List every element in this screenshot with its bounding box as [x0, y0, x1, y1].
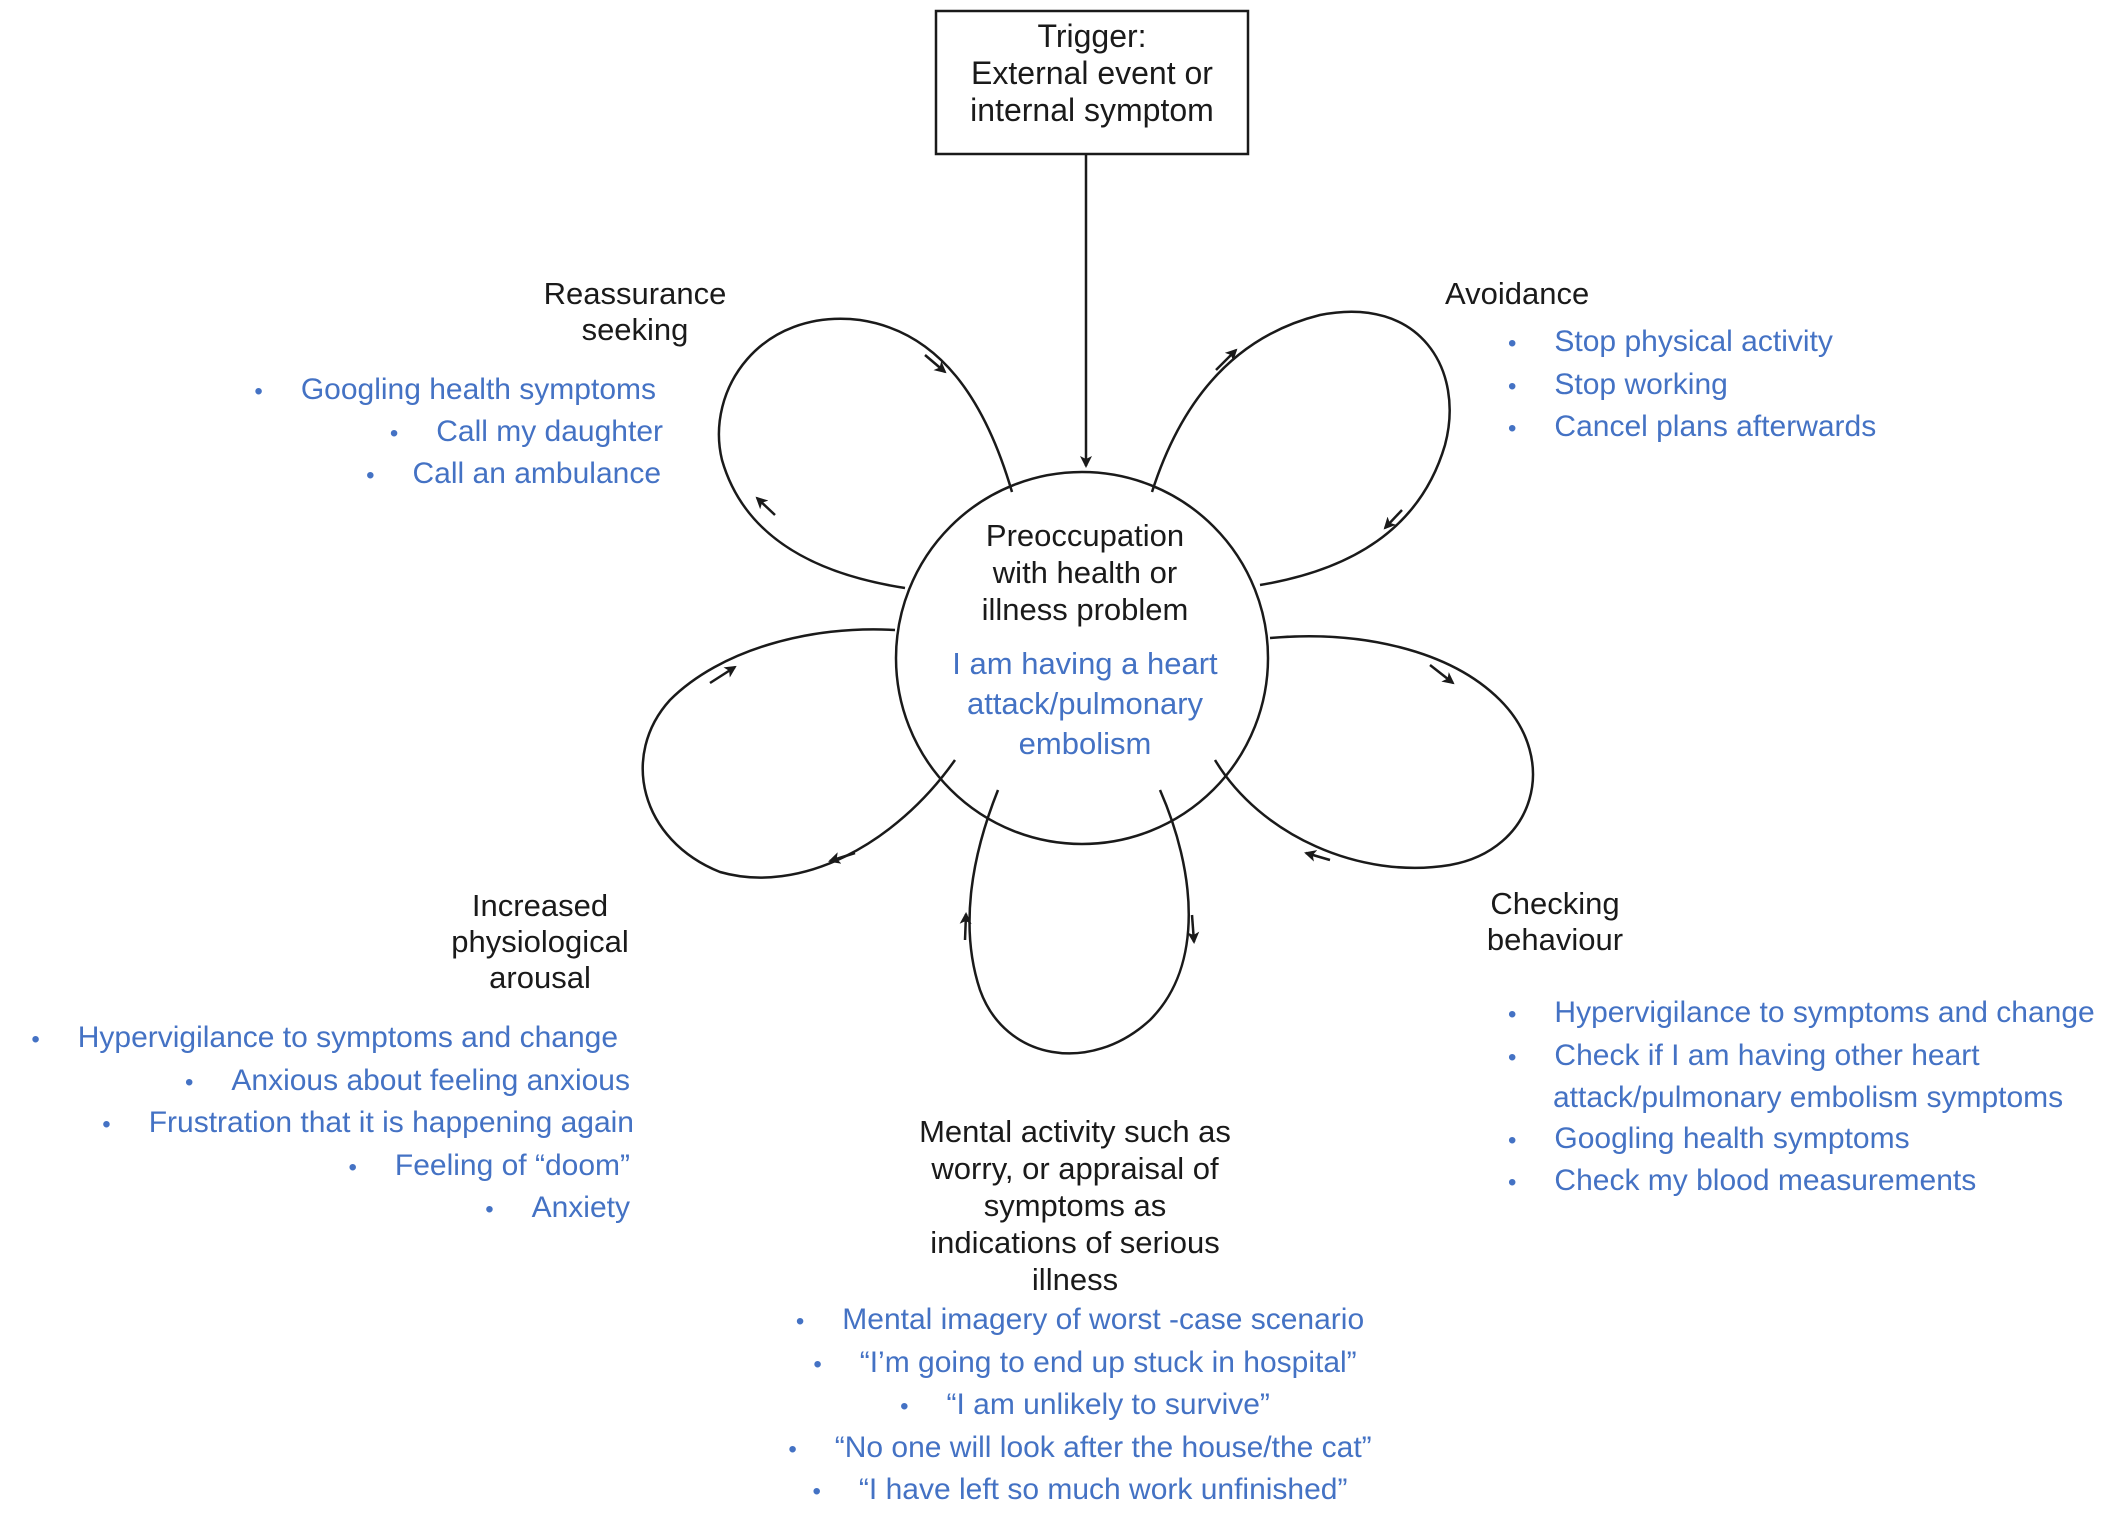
- checking-item: •Check my blood measurements: [1508, 1164, 1977, 1197]
- checking-arrow-a: [1429, 664, 1455, 685]
- checking-list: •Hypervigilance to symptoms and change •…: [1508, 993, 2126, 1204]
- avoidance-title: Avoidance: [1445, 276, 1590, 311]
- center-example-line: attack/pulmonary: [966, 686, 1204, 721]
- arousal-item: •Anxious about feeling anxious: [184, 1063, 630, 1097]
- checking-item: •Googling health symptoms: [1508, 1121, 1910, 1155]
- arousal-item: •Hypervigilance to symptoms and change: [31, 1021, 618, 1054]
- avoidance-list: •Stop physical activity •Stop working •C…: [1508, 322, 1988, 450]
- trigger-line-3: internal symptom: [970, 92, 1214, 128]
- checking-title: Checking behaviour: [1470, 886, 1640, 958]
- center-example-line: I am having a heart: [952, 646, 1218, 681]
- reassurance-arrow-b: [755, 496, 776, 516]
- arousal-title-line: Increased: [471, 888, 609, 923]
- center-example-line: embolism: [1018, 726, 1152, 761]
- mental-arrow-a: [1187, 914, 1200, 944]
- avoidance-arrow-b: [1383, 509, 1403, 530]
- reassurance-title-line: Reassurance: [543, 276, 727, 311]
- mental-title-line: illness: [1031, 1262, 1119, 1297]
- arousal-loop: [641, 628, 957, 879]
- checking-item: •Check if I am having other heart: [1508, 1038, 1980, 1072]
- checking-item: •Hypervigilance to symptoms and change: [1508, 996, 2095, 1029]
- reassurance-arrow-a: [924, 354, 947, 374]
- trigger-line-1: Trigger:: [1037, 18, 1147, 54]
- reassurance-title: Reassurance seeking: [500, 276, 770, 348]
- arousal-item: •Anxiety: [485, 1191, 630, 1224]
- mental-title-line: indications of serious: [930, 1225, 1220, 1260]
- trigger-line-2: External event or: [971, 55, 1213, 91]
- arousal-title-line: arousal: [489, 960, 591, 995]
- reassurance-item: •Call an ambulance: [366, 457, 661, 490]
- mental-list: •Mental imagery of worst -case scenario …: [700, 1300, 1460, 1513]
- arousal-title: Increased physiological arousal: [420, 888, 660, 996]
- avoidance-item: •Stop physical activity: [1508, 325, 1833, 358]
- trigger-box: [934, 9, 1250, 156]
- avoidance-arrow-a: [1215, 348, 1238, 371]
- arousal-arrow-a: [709, 665, 737, 685]
- checking-title-line: Checking: [1490, 886, 1620, 921]
- center-title-line: illness problem: [981, 592, 1189, 627]
- checking-title-line: behaviour: [1486, 922, 1624, 957]
- arousal-title-line: physiological: [451, 924, 629, 959]
- reassurance-item: •Googling health symptoms: [254, 373, 656, 406]
- mental-item: •“No one will look after the house/the c…: [788, 1430, 1372, 1464]
- mental-item: •“I’m going to end up stuck in hospital”: [813, 1345, 1357, 1379]
- avoidance-item: •Stop working: [1508, 367, 1728, 401]
- arousal-list: •Hypervigilance to symptoms and change •…: [0, 1018, 634, 1231]
- center-circle: [894, 470, 1270, 846]
- mental-title: Mental activity such as worry, or apprai…: [880, 1113, 1270, 1298]
- reassurance-item: •Call my daughter: [389, 415, 663, 448]
- center-example: I am having a heart attack/pulmonary emb…: [920, 644, 1250, 764]
- mental-arrow-b: [959, 912, 972, 941]
- reassurance-loop: [717, 317, 1014, 590]
- arousal-item: •Feeling of “doom”: [348, 1148, 630, 1182]
- arousal-arrow-b: [828, 851, 856, 864]
- mental-item: •“I am unlikely to survive”: [900, 1388, 1270, 1421]
- avoidance-loop: [1150, 310, 1451, 587]
- trigger-label: Trigger: External event or internal symp…: [936, 18, 1248, 129]
- mental-item: •“I have left so much work unfinished”: [812, 1473, 1348, 1506]
- reassurance-list: •Googling health symptoms •Call my daugh…: [200, 370, 663, 496]
- mental-loop: [968, 789, 1190, 1055]
- center-title-line: with health or: [992, 555, 1178, 590]
- center-title-line: Preoccupation: [985, 518, 1185, 553]
- arousal-item: •Frustration that it is happening again: [102, 1106, 634, 1139]
- mental-item: •Mental imagery of worst -case scenario: [795, 1303, 1365, 1336]
- mental-title-line: Mental activity such as: [919, 1114, 1231, 1149]
- avoidance-item: •Cancel plans afterwards: [1508, 410, 1877, 443]
- reassurance-title-line: seeking: [581, 312, 689, 347]
- mental-title-line: symptoms as: [983, 1188, 1167, 1223]
- checking-arrow-b: [1304, 850, 1331, 862]
- center-title: Preoccupation with health or illness pro…: [920, 517, 1250, 628]
- checking-loop: [1213, 635, 1535, 870]
- checking-item-continued: attack/pulmonary embolism symptoms: [1553, 1081, 2064, 1114]
- mental-title-line: worry, or appraisal of: [931, 1151, 1219, 1186]
